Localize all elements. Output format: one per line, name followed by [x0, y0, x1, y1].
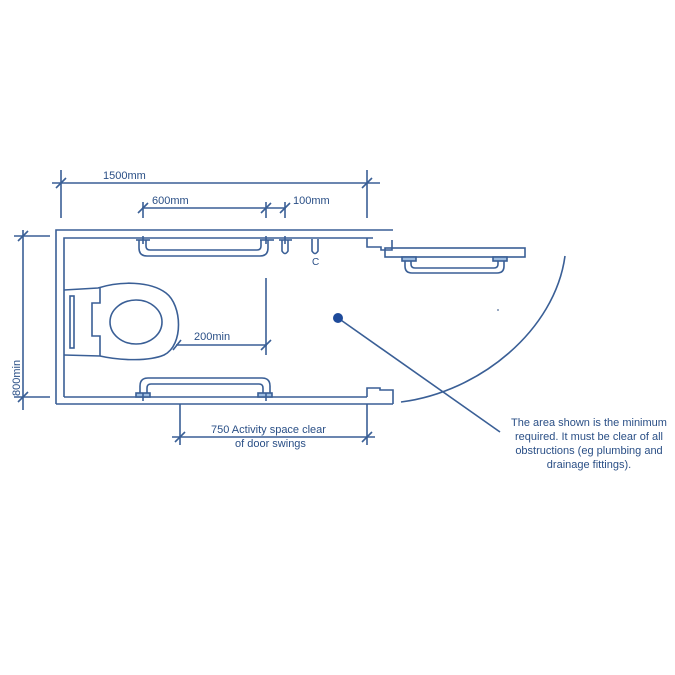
- label-800min: 800min: [11, 359, 23, 396]
- label-200min: 200min: [194, 331, 231, 343]
- annotation-leader-line: [337, 317, 501, 433]
- coat-hook: [311, 239, 319, 255]
- stray-dot: [497, 309, 499, 311]
- dimension-200min: [172, 278, 272, 355]
- door-leaf: [384, 247, 526, 258]
- toilet: [63, 282, 180, 361]
- door-grab-rail: [401, 256, 508, 274]
- top-grab-rail: [136, 236, 274, 257]
- dimension-800min: [14, 230, 50, 410]
- label-100mm: 100mm: [293, 195, 330, 207]
- toilet-roll-holder: [279, 236, 292, 255]
- annotation-note: The area shown is the minimum required. …: [511, 417, 667, 471]
- label-activity-space-line1: 750 Activity space clear: [211, 424, 326, 436]
- label-activity-space-line2: of door swings: [235, 438, 306, 450]
- annotation-marker-dot: [333, 313, 343, 323]
- door-swing-arc: [400, 255, 566, 403]
- dimension-600mm-100mm: [137, 202, 291, 218]
- label-coat-hook: C: [312, 257, 320, 268]
- label-1500mm: 1500mm: [103, 170, 146, 182]
- dimension-1500mm: [52, 170, 380, 218]
- bottom-grab-rail: [135, 377, 273, 401]
- dimension-750-activity-space: [172, 404, 375, 445]
- label-600mm: 600mm: [152, 195, 189, 207]
